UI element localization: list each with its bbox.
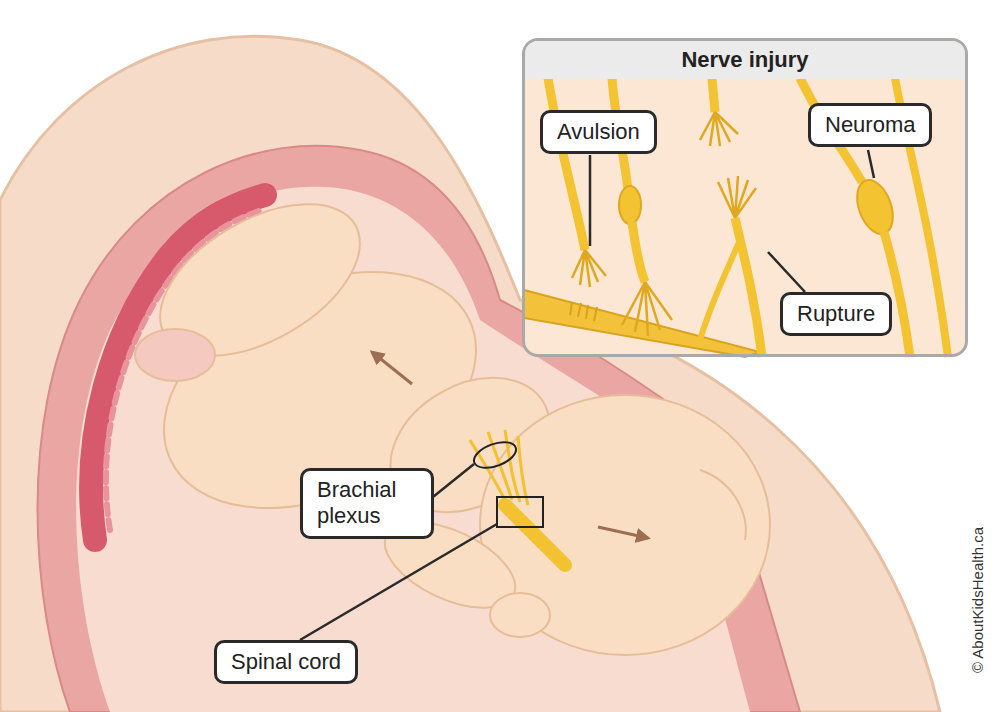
callout-label: Rupture: [797, 301, 875, 327]
spinal-cord: [497, 497, 543, 527]
callout-label: Brachial plexus: [317, 477, 417, 530]
callout-box: Spinal cord: [214, 640, 358, 684]
inset-nerves: [712, 78, 715, 112]
inset-nerves: [850, 175, 899, 239]
spinal-cord: [497, 497, 565, 565]
baby-body: [700, 470, 746, 540]
inset-nerves: [700, 112, 738, 146]
panel-heading: Nerve injury: [525, 41, 965, 79]
inset-nerves: [632, 222, 645, 282]
leader-line: [868, 150, 874, 178]
pull-arrow: [598, 527, 648, 538]
inset-nerves: [622, 282, 672, 336]
callout-box: Avulsion: [540, 110, 657, 154]
callout-label: Avulsion: [557, 119, 640, 145]
inset-nerves: [735, 218, 762, 357]
inset-panel: Nerve injuryAvulsion NeuromaRupture: [522, 38, 968, 357]
copyright-watermark: © AboutKidsHealth.ca: [969, 527, 987, 673]
callout-label: Neuroma: [825, 112, 915, 138]
brachial-plexus-nerves: [471, 437, 520, 473]
pull-arrow: [372, 352, 412, 384]
brachial-plexus-nerves: [470, 430, 528, 505]
inset-nerves: [619, 186, 641, 224]
inset-nerves: [700, 240, 740, 340]
inset-nerves: [570, 302, 597, 321]
baby-body: [480, 395, 770, 655]
spinal-cord: [505, 505, 565, 565]
leader-line: [590, 150, 874, 292]
leader-line: [768, 252, 805, 292]
callout-label: Spinal cord: [231, 649, 341, 675]
baby-body: [490, 593, 550, 637]
leader-line: [589, 155, 592, 246]
callout-box: Rupture: [780, 292, 892, 336]
baby-body: [135, 173, 386, 387]
inset-nerves: [718, 176, 756, 218]
inset-nerves: [572, 250, 606, 287]
callout-box: Brachial plexus: [300, 468, 434, 539]
leader-line: [300, 524, 497, 640]
brachial-plexus-nerves: [470, 440, 505, 500]
leader-line: [300, 464, 497, 640]
inset-nerves: [548, 78, 585, 250]
brachial-plexus-nerves: [518, 436, 528, 505]
callout-box: Neuroma: [808, 103, 932, 147]
baby-body: [135, 329, 215, 381]
inset-nerves: [524, 78, 948, 357]
